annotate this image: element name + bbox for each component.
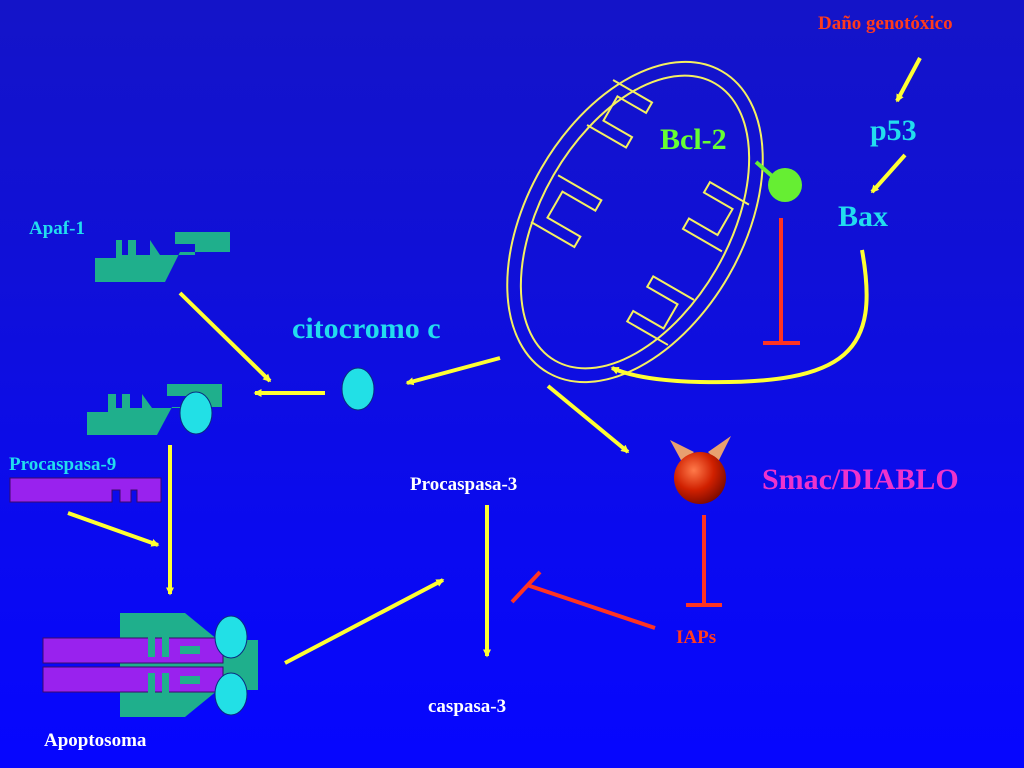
inhibition-bcl2-bax bbox=[763, 218, 800, 345]
inhibition-smac-iaps bbox=[686, 515, 722, 607]
smac-diablo-protein bbox=[670, 436, 731, 504]
label-apaf1: Apaf-1 bbox=[29, 218, 85, 239]
label-procaspasa3: Procaspasa-3 bbox=[410, 474, 518, 495]
complex-cytochrome-c bbox=[179, 391, 213, 435]
arrow-apoptosome-to-caspase3 bbox=[284, 578, 445, 665]
mitochondrion-inner-membrane bbox=[519, 74, 751, 370]
arrow-mitochondrion-to-cytochrome bbox=[405, 356, 501, 386]
arrow-p53-to-bax bbox=[870, 153, 907, 194]
smac-ball bbox=[674, 452, 726, 504]
apaf1-cytochrome-complex bbox=[87, 384, 222, 435]
arrow-mitochondrion-to-smac bbox=[546, 384, 630, 454]
mitochondrion-outer-membrane bbox=[506, 60, 764, 384]
bcl2-protein bbox=[754, 160, 802, 202]
label-apoptosoma: Apoptosoma bbox=[44, 730, 147, 751]
bcl2-anchor bbox=[754, 160, 774, 178]
cytochrome-c-molecule bbox=[341, 367, 375, 411]
bcl2-ball bbox=[768, 168, 802, 202]
smac-right-horn bbox=[708, 436, 731, 462]
label-iaps: IAPs bbox=[676, 627, 717, 648]
mitochondrion bbox=[506, 60, 764, 384]
apoptosome-cytochrome-top bbox=[214, 615, 248, 659]
label-bax: Bax bbox=[838, 200, 889, 233]
label-bcl2: Bcl-2 bbox=[660, 123, 727, 156]
label-caspasa3: caspasa-3 bbox=[428, 696, 507, 717]
inhibition-lines bbox=[510, 218, 800, 630]
arrow-dano-to-p53 bbox=[895, 57, 922, 103]
apoptosome-cytochrome-bottom bbox=[214, 672, 248, 716]
procaspase9-shape bbox=[9, 477, 162, 503]
apoptosome-complex bbox=[42, 613, 258, 717]
label-citocromo-c: citocromo c bbox=[292, 312, 441, 345]
mitochondrion-cristae bbox=[530, 79, 750, 346]
arrow-bax-to-mitochondrion bbox=[610, 249, 869, 385]
label-p53: p53 bbox=[870, 114, 917, 147]
label-dano-genotoxico: Daño genotóxico bbox=[818, 13, 953, 34]
arrow-procaspase9-to-apoptosome bbox=[67, 511, 160, 547]
label-smac-diablo: Smac/DIABLO bbox=[762, 463, 959, 496]
activation-arrows bbox=[67, 57, 922, 665]
arrow-apaf1-to-complex bbox=[178, 291, 272, 383]
apaf1-shape bbox=[95, 232, 230, 282]
label-procaspasa9: Procaspasa-9 bbox=[9, 454, 117, 475]
inhibition-iaps-caspase3 bbox=[510, 570, 656, 630]
